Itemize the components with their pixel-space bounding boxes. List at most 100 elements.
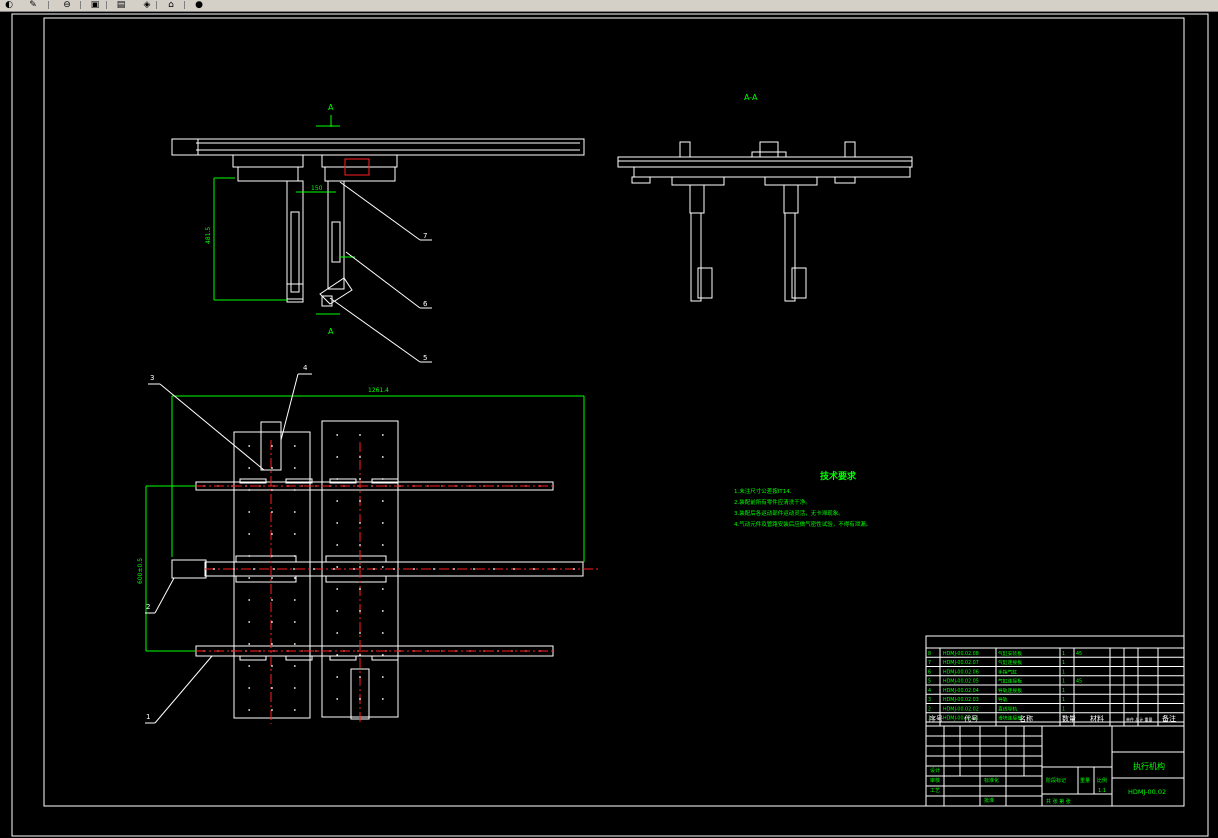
plate-hole — [336, 544, 339, 546]
tech-notes: 1.未注尺寸公差按IT14. 2.装配前所有零件应清洗干净。 3.装配后各运动部… — [734, 487, 871, 528]
tech-title: 技术要求 — [820, 470, 857, 482]
plate-hole — [271, 467, 273, 469]
plate-hole — [336, 588, 339, 590]
print-icon[interactable]: ▣ — [90, 0, 100, 10]
layers-icon[interactable]: ◈ — [143, 0, 151, 10]
part-name: 导轨 — [998, 696, 1008, 703]
rail-hole — [231, 485, 233, 487]
tb-std-label: 标准化 — [984, 777, 999, 784]
tech-note-3: 3.装配后各运动部件运动灵活，无卡滞现象。 — [734, 509, 844, 517]
info-icon[interactable]: ● — [195, 0, 203, 10]
plate-hole — [381, 456, 384, 458]
rail-hole — [525, 485, 527, 487]
section-markers-top: A A — [316, 103, 340, 336]
plate-hole — [359, 654, 361, 656]
rail-hole — [233, 568, 235, 570]
plate-hole — [293, 511, 296, 513]
rail-hole — [273, 568, 275, 570]
tb-check-label: 审核 — [930, 777, 940, 784]
home-icon[interactable]: ⌂ — [168, 0, 174, 10]
part-name: 手指气缸 — [998, 668, 1017, 675]
balloon-2: 2 — [146, 603, 150, 611]
plate-hole — [381, 654, 384, 656]
title-block-lower — [926, 725, 1184, 806]
rail-hole — [273, 650, 275, 652]
rail-hole — [469, 650, 471, 652]
plate-hole — [271, 687, 273, 689]
back-icon[interactable]: ◐ — [5, 0, 13, 10]
parts-header-no: 序号 — [929, 714, 943, 723]
plate-hole — [336, 698, 339, 700]
rail-hole — [313, 568, 315, 570]
part-no: 7 — [928, 660, 931, 666]
rail-hole — [453, 568, 455, 570]
rail-hole — [493, 568, 495, 570]
plate-hole — [359, 566, 361, 568]
rail-hole — [413, 650, 415, 652]
rail-hole — [497, 650, 499, 652]
tech-note-4: 4.气动元件及管路安装后应做气密性试验，不得有泄漏。 — [734, 520, 871, 528]
plate-hole — [336, 632, 339, 634]
parts-header-code: 代号 — [964, 714, 978, 723]
balloon-3: 3 — [150, 374, 154, 382]
plate-hole — [359, 456, 361, 458]
plate-hole — [248, 577, 251, 579]
rail-hole — [385, 650, 387, 652]
rail-hole — [399, 650, 401, 652]
front-view-leaders — [329, 181, 432, 363]
section-mark-top: A — [328, 103, 334, 112]
rail-hole — [217, 650, 219, 652]
part-code: HDMJ-00.02.08 — [943, 651, 979, 657]
part-qty: 1 — [1062, 706, 1065, 712]
rail-hole — [413, 485, 415, 487]
plan-view-leaders — [145, 373, 312, 724]
pan-icon[interactable]: ✎ — [29, 0, 37, 10]
plate-hole — [293, 665, 296, 667]
part-qty: 1 — [1062, 679, 1065, 685]
rail-hole — [371, 650, 373, 652]
drawing-canvas[interactable]: A A 481.5 150 7 6 5 A-A — [0, 12, 1218, 838]
part-code: HDMJ-00.02.01 — [943, 716, 979, 722]
rail-hole — [483, 650, 485, 652]
part-qty: 1 — [1062, 669, 1065, 675]
properties-icon[interactable]: ▤ — [116, 0, 126, 10]
plate-hole — [248, 709, 251, 711]
part-no: 6 — [928, 669, 931, 675]
rail-hole — [433, 568, 435, 570]
rail-hole — [455, 650, 457, 652]
plate-hole — [293, 489, 296, 491]
plate-hole — [381, 566, 384, 568]
rail-hole — [393, 568, 395, 570]
plate-hole — [248, 445, 251, 447]
part-code: HDMJ-00.02.04 — [943, 688, 979, 694]
part-qty: 1 — [1062, 697, 1065, 703]
rail-hole — [511, 650, 513, 652]
rail-hole — [315, 650, 317, 652]
rail-hole — [259, 650, 261, 652]
balloon-4: 4 — [303, 364, 308, 372]
part-name: 滑块连接板 — [998, 715, 1022, 722]
plate-hole — [336, 500, 339, 502]
rail-hole — [329, 650, 331, 652]
part-no: 1 — [928, 716, 931, 722]
front-view-dimensions — [213, 177, 355, 301]
parts-header-qty: 数量 — [1062, 714, 1076, 723]
part-qty: 1 — [1062, 688, 1065, 694]
zoom-icon[interactable]: ⊖ — [63, 0, 71, 10]
plate-hole — [381, 500, 384, 502]
part-code: HDMJ-00.02.07 — [943, 660, 979, 666]
rail-hole — [533, 568, 535, 570]
sheet-outer-border — [11, 13, 1209, 837]
rail-hole — [357, 485, 359, 487]
plate-hole — [271, 533, 273, 535]
plate-hole — [293, 643, 296, 645]
dim-height: 600±0.5 — [137, 558, 144, 584]
rail-hole — [539, 650, 541, 652]
plate-hole — [359, 698, 361, 700]
rail-hole — [553, 568, 555, 570]
part-no: 5 — [928, 679, 931, 685]
balloon-5: 5 — [423, 354, 427, 362]
toolbar-separator — [106, 1, 107, 9]
rail-hole — [203, 485, 205, 487]
plate-hole — [336, 522, 339, 524]
